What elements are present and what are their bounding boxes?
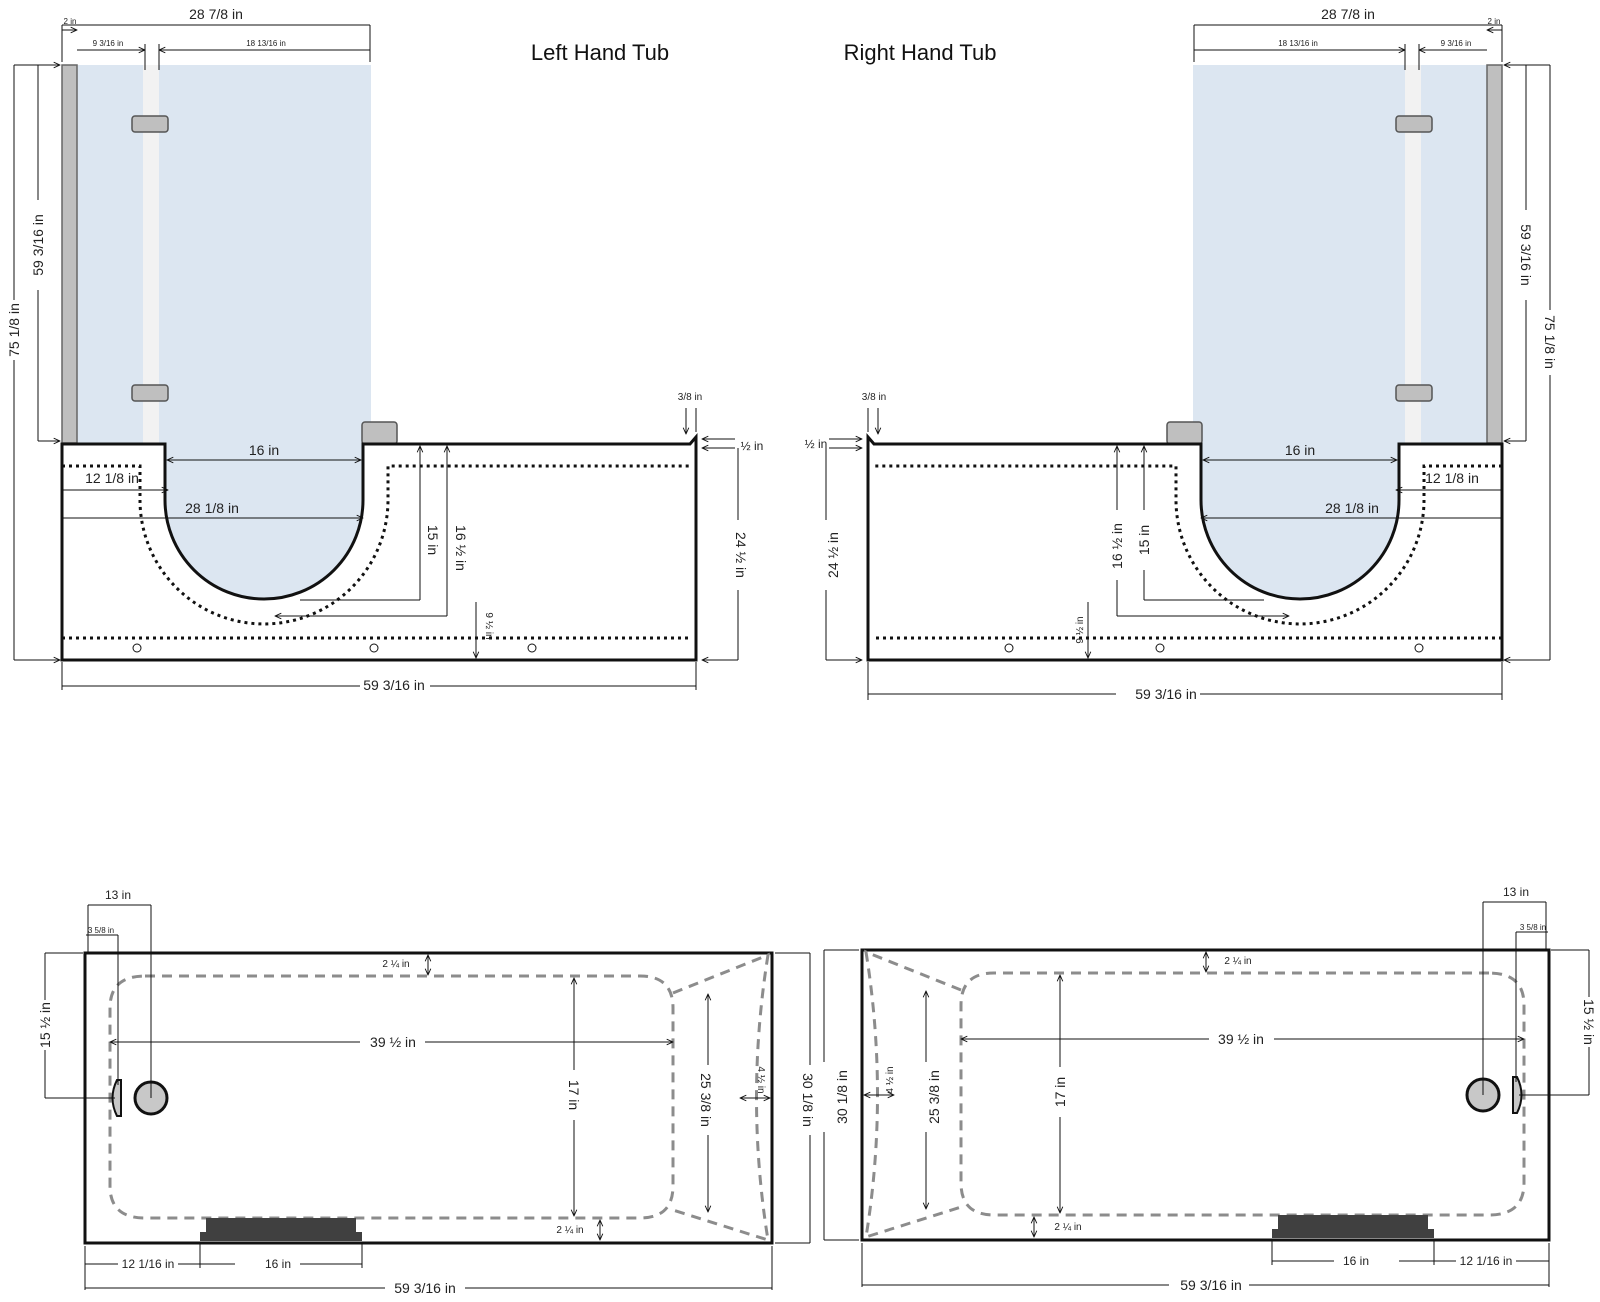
tub-height-label: 24 ½ in [733,532,749,578]
overflow [1512,1076,1523,1114]
inner-width-label: 28 1/8 in [1325,500,1379,516]
basin-outline-dashed [108,974,675,1220]
right-elevation-view [825,24,1551,700]
basin-width-label: 17 in [1052,1077,1068,1107]
hinge-bottom [131,384,169,402]
hinge-top [1395,115,1433,133]
door-handle [361,421,398,445]
overflow [111,1079,122,1117]
tub-body [60,432,698,662]
step-depth-label: 15 in [425,525,441,555]
basin-length-label: 39 ½ in [370,1034,416,1050]
right-plan-view [823,901,1590,1287]
rim-offset-label: 3/8 in [862,392,886,403]
end-width-label: 25 3/8 in [698,1073,714,1127]
door-width-label: 16 in [1343,1254,1369,1268]
tub-outline [860,948,1551,1242]
drain-hole [132,643,142,653]
hinge-top [131,115,169,133]
glass-seam [143,65,159,443]
door-offset-label: 12 1/16 in [1460,1254,1513,1268]
wall-top-label: 2 ¼ in [1224,955,1251,967]
tub-height-label: 24 ½ in [825,532,841,578]
tub-width-label: 30 1/8 in [834,1070,850,1124]
basin-length-label: 39 ½ in [1218,1031,1264,1047]
door-panel-label: 18 13/16 in [1278,39,1318,48]
door-seal [1278,1215,1428,1231]
inner-width-label: 28 1/8 in [185,500,239,516]
drain-from-side-label: 15 ½ in [37,1002,53,1048]
door-offset-label: 12 1/16 in [122,1257,175,1271]
right-tub-title: Right Hand Tub [844,40,997,65]
step-depth-outer-label: 16 ½ in [1109,523,1125,569]
step-offset-label: 12 1/8 in [1425,470,1479,486]
step-offset-label: 12 1/8 in [85,470,139,486]
right-plan-labels: 13 in 3 5/8 in 15 ½ in 2 ¼ in 39 ½ in 17… [834,885,1597,1293]
wall-frame [61,64,78,444]
top-width-label: 28 7/8 in [189,6,243,22]
glass-panel-lower [165,443,363,599]
left-plan-view: 13 in 3 5/8 in 15 ½ in 2 ¼ in 39 ½ in 17… [37,888,816,1296]
end-wall-label: 4 ½ in [885,1066,896,1093]
door-handle [1166,421,1203,445]
wall-bottom-label: 2 ¼ in [556,1224,583,1236]
end-width-label: 25 3/8 in [926,1070,942,1124]
glass-height-label: 59 3/16 in [30,214,46,276]
drain-hole [527,643,537,653]
fixed-panel-label: 9 3/16 in [1441,39,1472,48]
end-wall-label: 4 ½ in [755,1066,766,1093]
drain-offset-label: 13 in [1503,885,1529,899]
tub-outline [83,951,774,1245]
step-depth-outer-label: 16 ½ in [453,525,469,571]
total-length-label: 59 3/16 in [1180,1277,1242,1293]
rim-drop-label: ½ in [805,437,828,451]
left-elevation-view: 28 7/8 in 2 in 9 3/16 in 18 13/16 in 75 … [6,6,763,693]
wall-bottom-label: 2 ¼ in [1054,1221,1081,1233]
frame-width-label: 2 in [1488,17,1501,26]
wall-frame [1486,64,1503,444]
total-length-label: 59 3/16 in [363,677,425,693]
overflow-offset-label: 3 5/8 in [1520,923,1546,932]
door-width-label: 16 in [265,1257,291,1271]
step-width-label: 16 in [1285,442,1315,458]
tub-body [866,432,1504,662]
total-height-label: 75 1/8 in [1542,315,1558,369]
door-seal [206,1218,356,1234]
overflow-offset-label: 3 5/8 in [88,926,114,935]
step-depth-label: 15 in [1136,525,1152,555]
rim-offset-label: 3/8 in [678,392,702,403]
door-panel-label: 18 13/16 in [246,39,286,48]
hinge-bottom [1395,384,1433,402]
frame-width-label: 2 in [64,17,77,26]
tub-width-label: 30 1/8 in [800,1073,816,1127]
wall-top-label: 2 ¼ in [382,958,409,970]
total-length-label: 59 3/16 in [394,1280,456,1296]
rim-drop-label: ½ in [741,439,764,453]
basin-width-label: 17 in [566,1080,582,1110]
seat-height-label: 9 ½ in [483,612,494,639]
left-tub-title: Left Hand Tub [531,40,669,65]
right-elevation-labels: 28 7/8 in 2 in 9 3/16 in 18 13/16 in 75 … [805,6,1558,702]
glass-height-label: 59 3/16 in [1518,224,1534,286]
step-width-label: 16 in [249,442,279,458]
top-width-label: 28 7/8 in [1321,6,1375,22]
drain-from-side-label: 15 ½ in [1581,999,1597,1045]
total-length-label: 59 3/16 in [1135,686,1197,702]
seat-height-label: 9 ½ in [1075,616,1086,643]
door-seal-base [200,1232,362,1241]
drain-hole [369,643,379,653]
fixed-panel-label: 9 3/16 in [93,39,124,48]
total-height-label: 75 1/8 in [6,303,22,357]
glass-panel [77,65,371,443]
drain-offset-label: 13 in [105,888,131,902]
